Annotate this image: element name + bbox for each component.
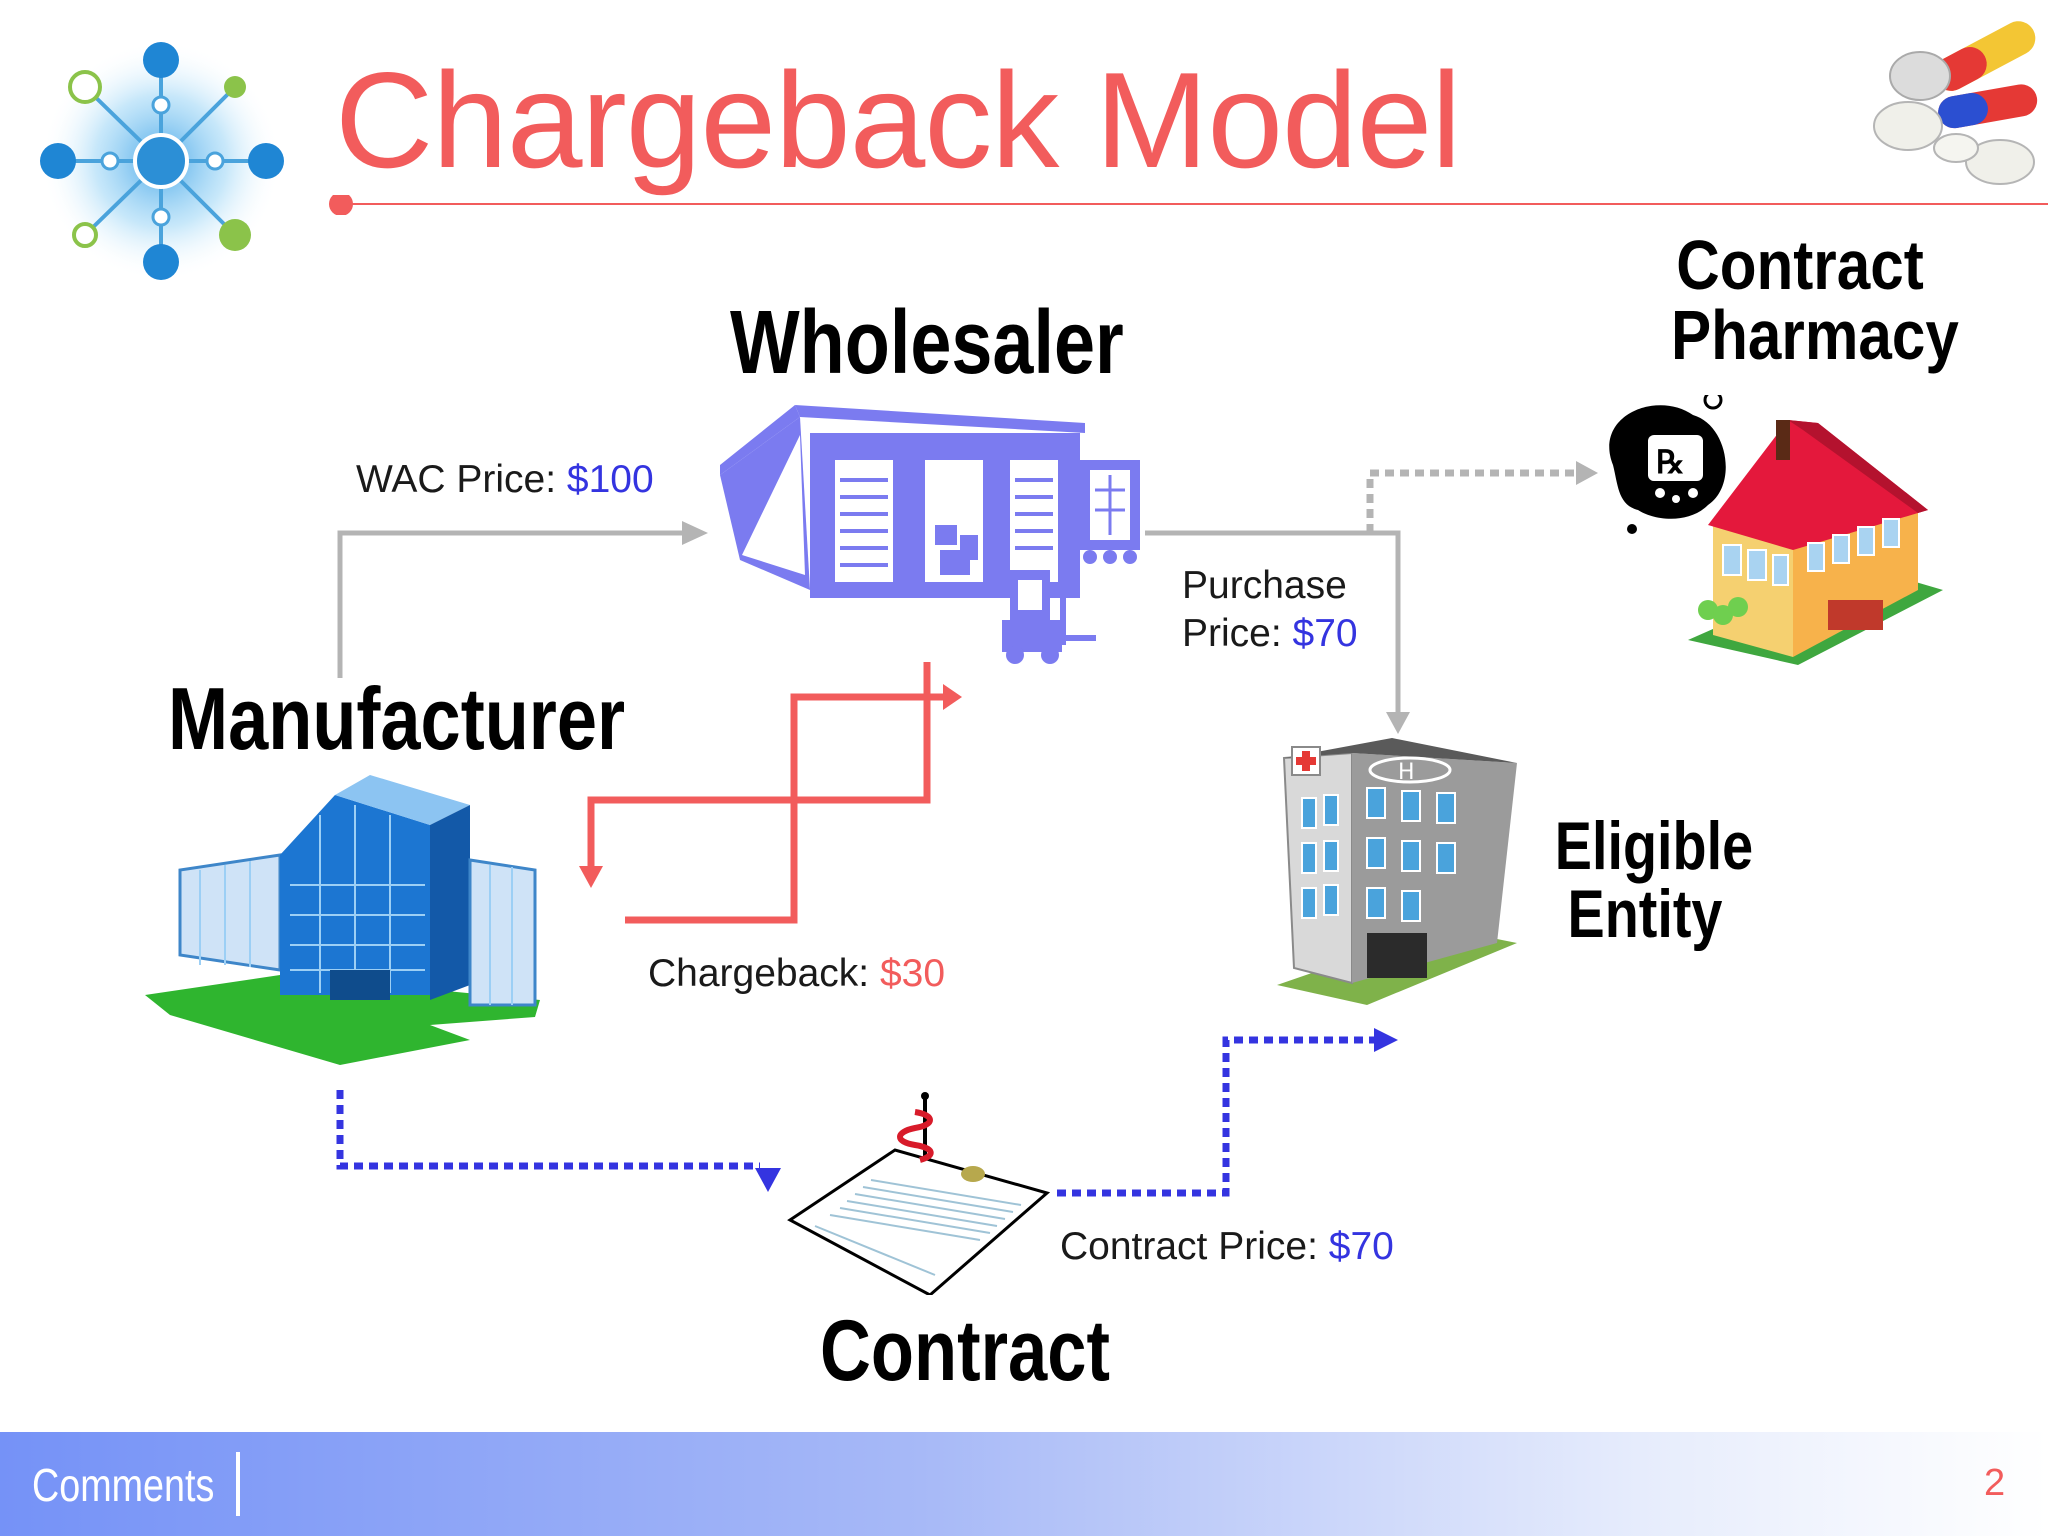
chargeback-value: $30: [879, 952, 946, 995]
contract-price-text: Contract Price:: [1060, 1225, 1318, 1268]
comments-button[interactable]: Comments: [32, 1459, 215, 1511]
contract-pharmacy-label: Contract Pharmacy: [1650, 226, 1959, 374]
pharmacy-dotted-arrow: [1366, 461, 1598, 533]
eligible-entity-label: Eligible Entity: [1535, 812, 1755, 948]
footer-bar: [0, 1432, 2048, 1536]
page-title: Chargeback Model: [335, 44, 1462, 196]
hospital-icon: H: [1277, 738, 1517, 1005]
title-underline: [329, 195, 2048, 215]
wholesaler-label: Wholesaler: [730, 293, 1124, 393]
svg-text:H: H: [1398, 760, 1415, 785]
wac-arrow: [337, 521, 708, 678]
manufacturer-label: Manufacturer: [168, 669, 626, 768]
wac-price-label: WAC Price: $100: [356, 458, 654, 502]
contract-dotted-arrow: [336, 1090, 781, 1192]
eligible-entity-line2: Entity: [1567, 876, 1723, 952]
contract-price-value: $70: [1328, 1225, 1394, 1268]
wac-price-text: WAC Price:: [356, 458, 557, 501]
purchase-price-value: $70: [1292, 612, 1358, 655]
wac-price-value: $100: [566, 458, 654, 501]
svg-text:℞: ℞: [1656, 443, 1685, 481]
manufacturer-building-icon: [145, 775, 540, 1065]
contract-label: Contract: [820, 1303, 1110, 1399]
purchase-price-line2: Price:: [1182, 612, 1282, 655]
contract-pharmacy-icon: ℞: [1609, 395, 1943, 665]
pills-icon: [1873, 21, 2038, 185]
eligible-entity-line1: Eligible: [1554, 808, 1754, 884]
flow-diagram: [336, 461, 1598, 1197]
purchase-price-line1: Purchase: [1182, 564, 1347, 607]
contract-pharmacy-line2: Pharmacy: [1671, 296, 1959, 374]
chargeback-arrows: [579, 662, 962, 924]
chargeback-text: Chargeback:: [648, 952, 870, 995]
page-number: 2: [1984, 1462, 2006, 1504]
contract-to-entity-dotted-arrow: [1057, 1028, 1398, 1197]
chargeback-label: Chargeback: $30: [648, 952, 945, 996]
contract-document-icon: [787, 1092, 1050, 1295]
contract-pharmacy-line1: Contract: [1676, 226, 1924, 304]
purchase-price-label: Purchase Price: $70: [1182, 562, 1358, 658]
footer-divider: [236, 1452, 240, 1516]
network-logo-icon: [40, 41, 284, 281]
purchase-arrow: [1145, 530, 1410, 734]
warehouse-icon: [720, 405, 1140, 664]
contract-price-label: Contract Price: $70: [1060, 1225, 1394, 1269]
